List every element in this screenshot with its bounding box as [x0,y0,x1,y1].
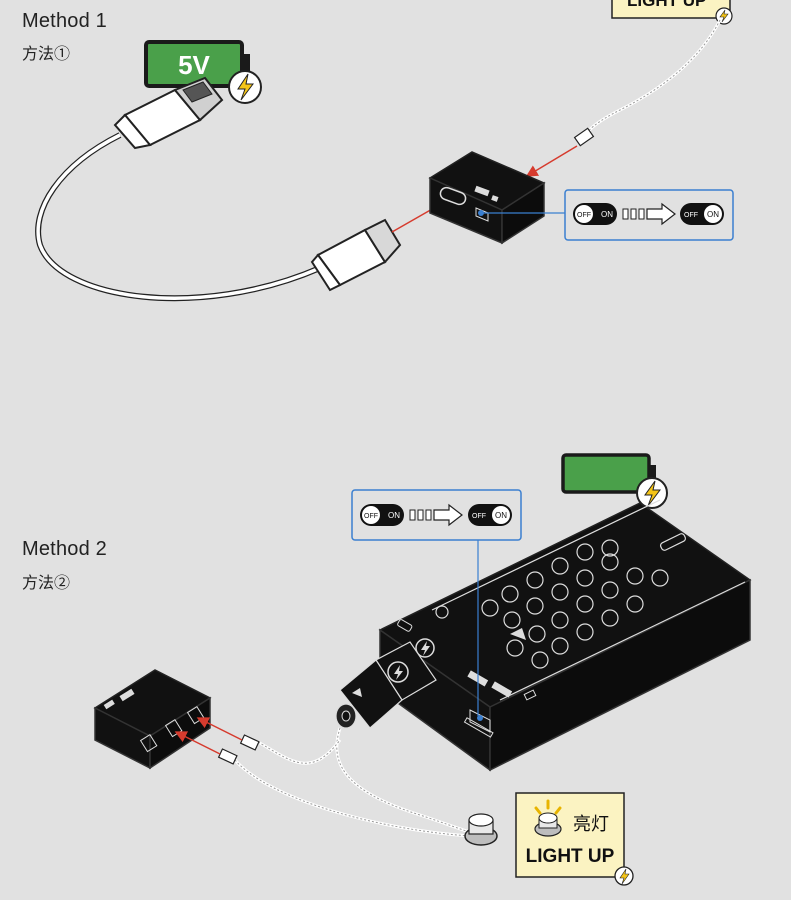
svg-text:ON: ON [601,210,613,219]
battery-icon [561,453,656,494]
battery-label: 5V [178,50,210,80]
lightup-en-text: LIGHT UP [526,846,615,867]
lightning-icon [614,866,634,886]
usb-a-plug [113,76,224,150]
svg-text:OFF: OFF [684,212,698,219]
method-1-subtitle: 方法① [22,46,71,63]
push-button [464,813,498,846]
bulb-icon [534,799,562,837]
switch-toggle-off: OFF ON [360,504,404,526]
usb-c-plug [310,218,402,292]
small-connector [217,734,260,765]
switch-callout-2: OFF ON OFF ON [351,489,522,541]
svg-text:OFF: OFF [472,513,486,520]
battery-box [428,151,546,245]
lightning-icon [415,638,435,658]
battery-icon: 5V [144,40,250,88]
arrow-right-icon [622,202,676,226]
svg-text:OFF: OFF [577,212,591,219]
speaker-grid [481,539,669,669]
hub-box [93,669,212,770]
svg-text:ON: ON [495,511,507,520]
plug-adapter [335,641,437,729]
svg-text:OFF: OFF [364,513,378,520]
lightup-top-text: LIGHT UP [627,0,706,10]
method-2-title: Method 2 [22,538,107,560]
lightup-card-top: LIGHT UP [611,0,733,25]
method-1-title: Method 1 [22,10,107,32]
controller-box [378,499,752,772]
arrow-right-icon [409,503,463,527]
lightning-icon [228,70,262,104]
svg-text:ON: ON [707,210,719,219]
lightup-card: 亮灯 LIGHT UP [515,792,634,886]
switch-toggle-on: OFF ON [468,504,512,526]
lightup-cn-text: 亮灯 [573,814,609,834]
svg-text:ON: ON [388,511,400,520]
switch-toggle-on: OFF ON [680,203,724,225]
method-2-subtitle: 方法② [22,575,71,592]
switch-callout-1: OFF ON OFF ON [564,189,734,241]
small-connector [573,127,595,147]
switch-toggle-off: OFF ON [573,203,617,225]
